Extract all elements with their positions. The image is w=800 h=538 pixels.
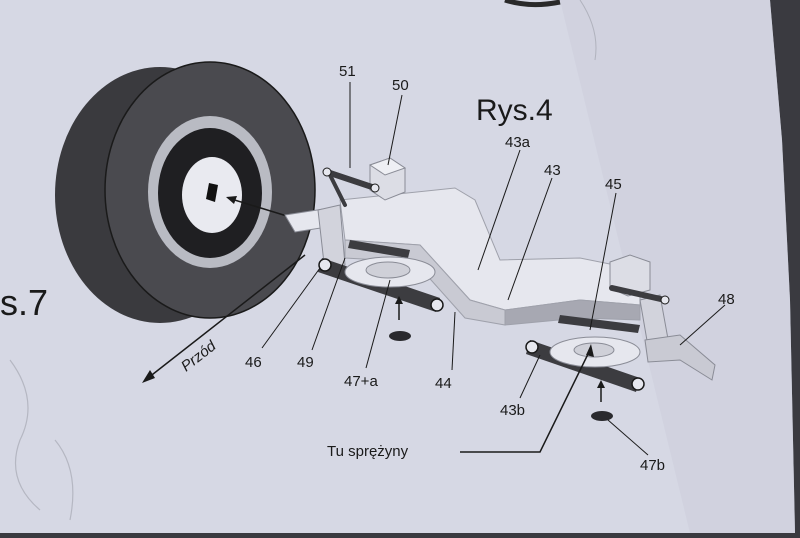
part-label-43b: 43b (500, 402, 525, 419)
faint-line (579, 0, 597, 61)
spring-disc-47 (389, 331, 411, 341)
leader-47a (365, 279, 391, 369)
part-label-51: 51 (339, 63, 356, 80)
paper-shade (560, 0, 795, 533)
wheel (55, 61, 316, 323)
axle-arrowhead (226, 196, 237, 204)
spring-arrowhead (395, 296, 403, 304)
figure-title: Rys.4 (476, 94, 553, 127)
spring-arrowhead-rear (597, 380, 605, 388)
springs-callout: Tu sprężyny (327, 443, 409, 460)
direction-arrowhead (142, 370, 155, 383)
spring-disc-47b (591, 411, 613, 421)
leader-45 (589, 192, 617, 331)
frame (284, 157, 716, 381)
leader-43b (519, 354, 541, 399)
link-51-drop (328, 173, 347, 207)
part-label-50: 50 (392, 77, 409, 94)
link-51 (324, 169, 378, 191)
part-label-48: 48 (718, 291, 735, 308)
direction-line (147, 254, 306, 379)
pivot (318, 258, 332, 272)
rear-upper-arm (558, 315, 640, 333)
part-label-43: 43 (544, 162, 561, 179)
top-curve (504, 0, 561, 8)
leader-48 (679, 304, 726, 346)
leader-47b (607, 419, 649, 456)
pencil-sketch (9, 359, 41, 511)
leader-49 (311, 257, 346, 351)
part-label-47b: 47b (640, 457, 665, 474)
pivot (525, 340, 539, 354)
leader-46 (261, 267, 321, 349)
links (318, 167, 670, 421)
spring-seat-rear (573, 342, 615, 358)
pivot (370, 183, 380, 193)
pivot (322, 167, 332, 177)
front-upper-arm (348, 240, 410, 258)
spring-seat-front (365, 261, 411, 279)
leader-43a (477, 149, 521, 271)
frame-side-2 (504, 299, 641, 326)
leader-lines (261, 82, 726, 456)
part-label-45: 45 (605, 176, 622, 193)
leader-springs (460, 349, 591, 453)
rear-upper-link (609, 285, 668, 303)
leader-50 (387, 94, 403, 166)
side-figure-title: s.7 (0, 282, 48, 323)
leader-43 (507, 177, 553, 301)
front-upright (317, 204, 346, 273)
rear-stub (644, 334, 716, 381)
part-label-46: 46 (245, 354, 262, 371)
part-label-44: 44 (435, 375, 452, 392)
part-label-43a: 43a (505, 134, 531, 151)
pencil-sketch-2 (54, 439, 74, 521)
leader-44 (451, 311, 456, 371)
pivot (631, 377, 645, 391)
pivot (660, 295, 670, 305)
axle-square (206, 183, 218, 202)
part-label-49: 49 (297, 354, 314, 371)
pivot (430, 298, 444, 312)
part-label-47a: 47+a (344, 373, 378, 390)
springs-arrowhead (586, 344, 594, 357)
block-50-top (368, 157, 407, 176)
